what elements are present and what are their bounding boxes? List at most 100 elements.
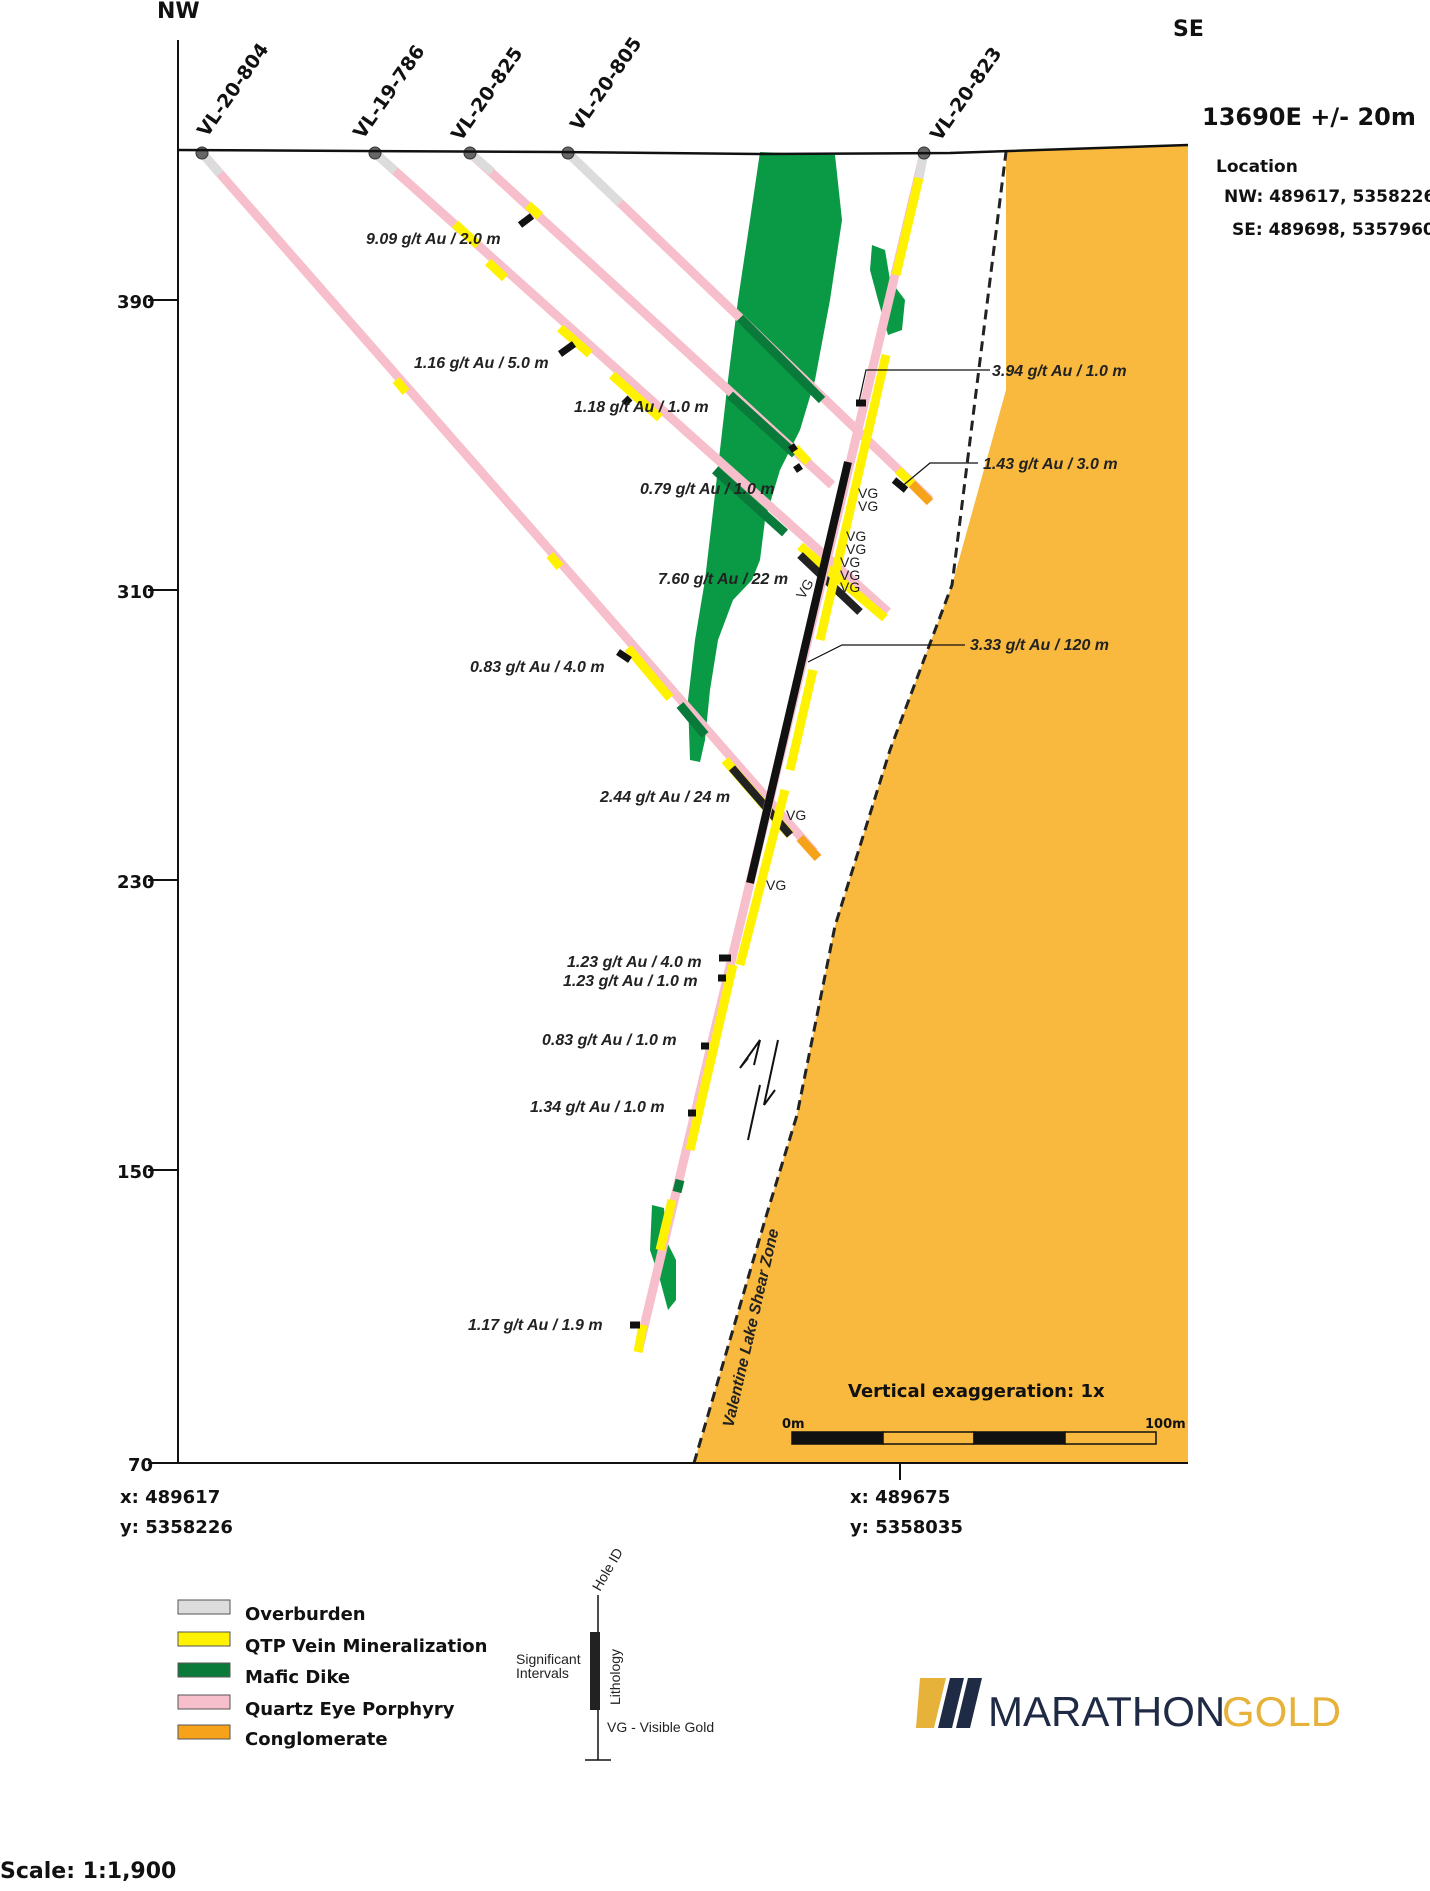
hole-vl-20-805-overburden — [564, 149, 624, 207]
interval-label: 0.83 g/t Au / 1.0 m — [542, 1032, 677, 1049]
hole-label-vl-20-825: VL-20-825 — [447, 43, 527, 145]
y-label-390: 390 — [117, 292, 155, 313]
logo-word-marathon: MARATHON — [988, 1688, 1225, 1735]
conglomerate-block — [694, 145, 1188, 1463]
hole-schematic-key: Hole ID Significant Intervals Lithology … — [516, 1545, 714, 1761]
legend-label: Overburden — [245, 1604, 366, 1625]
legend-label: Quartz Eye Porphyry — [245, 1699, 455, 1720]
interval-ticks — [517, 213, 909, 1329]
hole-vl-20-804-qtp-1 — [392, 377, 410, 395]
vg-label: VG — [840, 567, 860, 583]
hole-vl-20-823-qtp-2 — [815, 353, 891, 642]
hole-vl-20-825-qtp-1 — [524, 201, 544, 220]
hole-vl-20-823-qtp-4 — [735, 788, 790, 967]
y-label-230: 230 — [117, 872, 155, 893]
y-label-310: 310 — [117, 582, 155, 603]
legend-swatch-qtp — [177, 1631, 231, 1647]
hole-vl-20-823-qtp-5 — [685, 963, 738, 1152]
legend-swatch-mafic — [177, 1662, 231, 1678]
legend-label: Conglomerate — [245, 1729, 388, 1750]
y-label-70: 70 — [128, 1455, 153, 1476]
hole-label-vl-20-804: VL-20-804 — [193, 39, 273, 141]
x-right-northing: y: 5358035 — [850, 1517, 963, 1538]
interval-label: 1.18 g/t Au / 1.0 m — [574, 399, 709, 416]
vg-label: VG — [840, 579, 860, 595]
collar-vl-19-786 — [368, 146, 382, 160]
scale-label: Scale: 1:1,900 — [0, 1859, 176, 1884]
key-hole-id: Hole ID — [589, 1545, 626, 1593]
scale-bar-start: 0m — [782, 1417, 805, 1432]
interval-label: 9.09 g/t Au / 2.0 m — [366, 231, 501, 248]
hole-vl-19-786-mafic — [711, 466, 789, 537]
hole-label-vl-20-805: VL-20-805 — [566, 33, 646, 135]
hole-vl-19-786-qtp-1 — [451, 220, 482, 249]
logo-mark-bar-1 — [916, 1678, 946, 1728]
scale-bar-end: 100m — [1145, 1417, 1186, 1432]
location-heading: Location — [1216, 157, 1298, 177]
marathon-gold-logo: MARATHON GOLD — [916, 1678, 1341, 1735]
legend-label: Mafic Dike — [245, 1667, 350, 1688]
logo-word-gold: GOLD — [1222, 1688, 1341, 1735]
shear-zone-boundary — [692, 151, 1008, 1464]
x-left-northing: y: 5358226 — [120, 1517, 233, 1538]
x-right-easting: x: 489675 — [850, 1487, 950, 1508]
legend-swatch-conglomerate — [177, 1724, 231, 1740]
leader-lines — [807, 369, 990, 663]
legend-swatch-porphyry — [177, 1694, 231, 1710]
vg-label: VG — [846, 528, 866, 544]
scale-bar — [791, 1431, 1157, 1445]
ground-surface — [177, 143, 1189, 156]
hole-vl-20-805-qtp — [894, 466, 916, 488]
hole-label-vl-19-786: VL-19-786 — [349, 41, 429, 143]
hole-vl-20-823-qtp-3 — [785, 668, 818, 772]
logo-mark-bar-3 — [956, 1678, 982, 1728]
hole-vl-20-805-cong — [908, 480, 934, 506]
collar-vl-20-825 — [463, 146, 477, 160]
shear-sense-arrows — [739, 1039, 779, 1141]
key-lithology: Lithology — [607, 1649, 623, 1705]
section-title: 13690E +/- 20m — [1202, 103, 1416, 131]
interval-label: 1.43 g/t Au / 3.0 m — [983, 456, 1118, 473]
interval-label: 1.17 g/t Au / 1.9 m — [468, 1317, 603, 1334]
collar-vl-20-804 — [195, 146, 209, 160]
se-label: SE — [1173, 17, 1204, 42]
location-nw: NW: 489617, 5358226 — [1224, 187, 1430, 207]
vg-label: VG — [846, 541, 866, 557]
scale-bar-title: Vertical exaggeration: 1x — [848, 1381, 1105, 1402]
hole-vl-20-823-qtp-7 — [633, 1324, 648, 1353]
hole-vl-20-825-qtp-2 — [791, 444, 812, 466]
vg-label: VG — [858, 498, 878, 514]
hole-vl-20-804-trace — [198, 150, 818, 855]
interval-label: 0.79 g/t Au / 1.0 m — [640, 481, 775, 498]
interval-label: 3.94 g/t Au / 1.0 m — [992, 363, 1127, 380]
legend: Overburden QTP Vein Mineralization Mafic… — [177, 1599, 488, 1750]
interval-label: 2.44 g/t Au / 24 m — [599, 789, 730, 806]
hole-vl-20-804-cong — [796, 834, 822, 862]
hole-vl-20-804-mafic — [676, 702, 709, 738]
hole-vl-19-786-qtp-2 — [484, 258, 509, 282]
vg-label: VG — [786, 807, 806, 823]
hole-vl-20-823-qtp-1 — [891, 176, 924, 277]
hole-vl-20-825-mafic — [726, 391, 799, 458]
key-vg-note: VG - Visible Gold — [607, 1719, 714, 1735]
interval-label: 1.23 g/t Au / 4.0 m — [567, 954, 702, 971]
vg-label: VG — [840, 554, 860, 570]
vg-label: VG — [766, 877, 786, 893]
interval-label: 1.23 g/t Au / 1.0 m — [563, 973, 698, 990]
vg-label: VG — [858, 485, 878, 501]
nw-label: NW — [157, 0, 200, 24]
key-significant: Significant — [516, 1651, 581, 1667]
legend-label: QTP Vein Mineralization — [245, 1636, 488, 1657]
hole-vl-19-786-qtp-4 — [608, 371, 664, 422]
hole-vl-19-786-qtp-5 — [797, 542, 888, 622]
hole-vl-20-804-qtp-2 — [546, 552, 564, 570]
hole-vl-19-786-qtp-3 — [557, 324, 593, 358]
mafic-dike-main — [688, 152, 842, 762]
hole-vl-20-804-qtp-3 — [624, 645, 674, 701]
interval-label: 1.16 g/t Au / 5.0 m — [414, 355, 549, 372]
drill-holes — [198, 149, 934, 1354]
hole-label-vl-20-823: VL-20-823 — [926, 43, 1006, 145]
location-se: SE: 489698, 5357960 — [1232, 220, 1430, 240]
x-left-easting: x: 489617 — [120, 1487, 220, 1508]
